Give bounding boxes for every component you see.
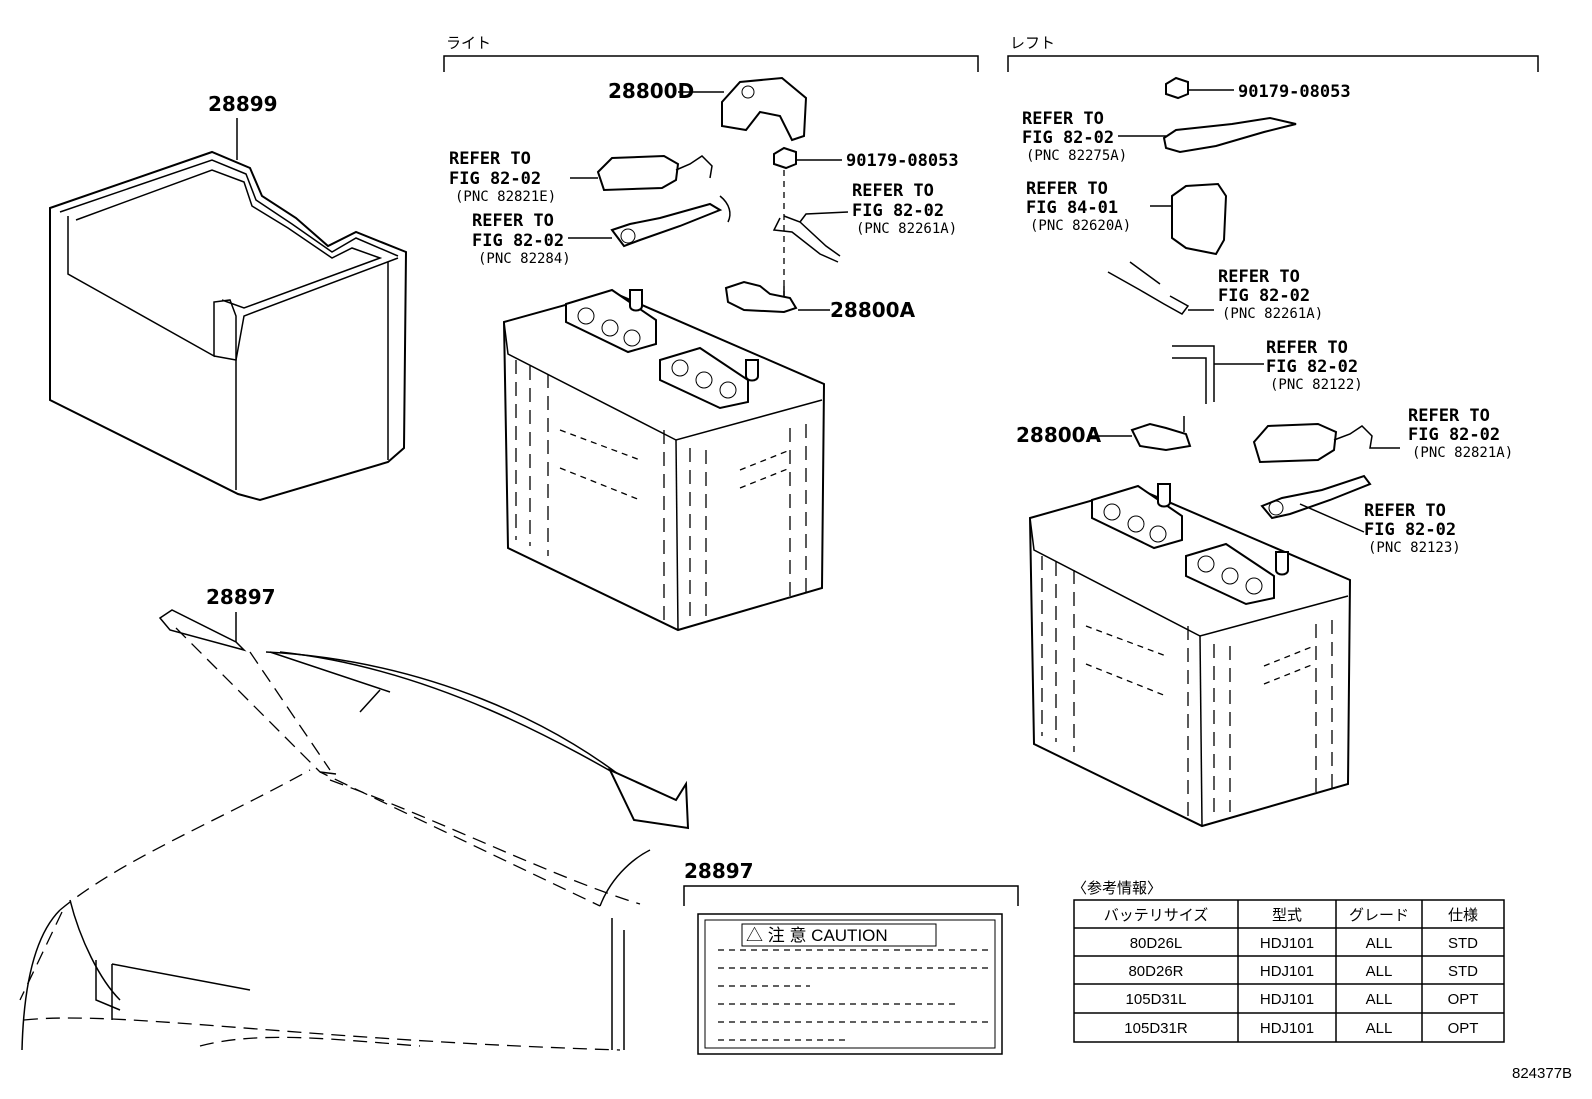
table-row: 105D31L HDJ101 ALL OPT <box>1126 991 1479 1008</box>
svg-text:OPT: OPT <box>1448 1020 1479 1037</box>
nut-right <box>773 146 797 170</box>
svg-text:REFER TO: REFER TO <box>1026 179 1108 199</box>
svg-text:HDJ101: HDJ101 <box>1260 1020 1314 1037</box>
svg-text:(PNC 82821E): (PNC 82821E) <box>455 189 556 205</box>
svg-text:FIG 82-02: FIG 82-02 <box>852 201 944 221</box>
section-bracket-left: レフト <box>1007 34 1539 72</box>
table-row: 105D31R HDJ101 ALL OPT <box>1124 1020 1478 1037</box>
caution-label-title: △ 注 意 CAUTION <box>746 926 888 945</box>
nut-left <box>1165 76 1189 100</box>
table-caption: 〈参考情報〉 <box>1072 880 1162 897</box>
terminal-clamp-82284 <box>610 202 723 248</box>
part-number-terminal-cover: 28800D <box>608 79 694 103</box>
svg-text:105D31L: 105D31L <box>1126 991 1187 1008</box>
svg-text:(PNC 82261A): (PNC 82261A) <box>1222 306 1323 322</box>
svg-text:(PNC 82275A): (PNC 82275A) <box>1026 148 1127 164</box>
svg-text:(PNC 82122): (PNC 82122) <box>1270 377 1363 393</box>
section-label-left: レフト <box>1010 34 1055 52</box>
terminal-right <box>724 280 798 314</box>
section-label-right: ライト <box>446 34 491 52</box>
figure-code: 824377B <box>1512 1065 1572 1082</box>
svg-text:(PNC 82620A): (PNC 82620A) <box>1030 218 1131 234</box>
svg-text:REFER TO: REFER TO <box>1408 406 1490 426</box>
svg-text:FIG 84-01: FIG 84-01 <box>1026 198 1118 218</box>
refer-callout-82261A-right: REFER TO FIG 82-02 (PNC 82261A) <box>852 181 957 237</box>
svg-text:(PNC 82123): (PNC 82123) <box>1368 540 1461 556</box>
svg-text:REFER TO: REFER TO <box>472 211 554 231</box>
svg-text:ALL: ALL <box>1366 963 1393 980</box>
svg-text:FIG 82-02: FIG 82-02 <box>1022 128 1114 148</box>
table-row: 80D26R HDJ101 ALL STD <box>1128 963 1478 980</box>
part-number-tray: 28899 <box>208 92 278 116</box>
table-row: 80D26L HDJ101 ALL STD <box>1130 935 1478 952</box>
refer-callout-82122: REFER TO FIG 82-02 (PNC 82122) <box>1266 338 1363 393</box>
svg-text:FIG 82-02: FIG 82-02 <box>1408 425 1500 445</box>
svg-text:OPT: OPT <box>1448 991 1479 1008</box>
refer-callout-82821E: REFER TO FIG 82-02 (PNC 82821E) <box>449 149 556 205</box>
svg-text:HDJ101: HDJ101 <box>1260 991 1314 1008</box>
caution-label-plate <box>697 913 1003 1055</box>
svg-text:REFER TO: REFER TO <box>852 181 934 201</box>
refer-callout-82821A: REFER TO FIG 82-02 (PNC 82821A) <box>1408 406 1513 461</box>
part-number-terminal-right: 28800A <box>830 298 916 322</box>
refer-callout-82620A: REFER TO FIG 84-01 (PNC 82620A) <box>1026 179 1131 234</box>
svg-text:ALL: ALL <box>1366 1020 1393 1037</box>
svg-text:REFER TO: REFER TO <box>1266 338 1348 358</box>
reference-info-table: 〈参考情報〉 バッテリサイズ 型式 グレード 仕様 80D26L HDJ101 … <box>1072 880 1505 1043</box>
battery-right: 28800D 90179-08053 28800A <box>502 76 959 632</box>
svg-text:ALL: ALL <box>1366 935 1393 952</box>
section-bracket-right: ライト <box>443 34 979 72</box>
svg-text:FIG 82-02: FIG 82-02 <box>472 231 564 251</box>
svg-text:仕様: 仕様 <box>1448 907 1478 924</box>
caution-label-group: 28897 △ 注 意 CAUTION <box>683 859 1019 1055</box>
part-number-nut-left: 90179-08053 <box>1238 82 1351 102</box>
refer-callout-82123: REFER TO FIG 82-02 (PNC 82123) <box>1364 501 1461 556</box>
svg-text:REFER TO: REFER TO <box>1022 109 1104 129</box>
svg-text:(PNC 82261A): (PNC 82261A) <box>856 221 957 237</box>
svg-text:105D31R: 105D31R <box>1124 1020 1188 1037</box>
svg-text:80D26L: 80D26L <box>1130 935 1183 952</box>
relay-left <box>1171 182 1228 256</box>
svg-text:FIG 82-02: FIG 82-02 <box>1364 520 1456 540</box>
part-number-label-box: 28897 <box>684 859 754 883</box>
table-header-row: バッテリサイズ 型式 グレード 仕様 <box>1104 907 1478 924</box>
terminal-cover-part <box>721 76 808 142</box>
refer-callout-82275A: REFER TO FIG 82-02 (PNC 82275A) <box>1022 109 1127 164</box>
svg-text:グレード: グレード <box>1349 907 1409 924</box>
part-number-terminal-left: 28800A <box>1016 423 1102 447</box>
svg-text:HDJ101: HDJ101 <box>1260 963 1314 980</box>
terminal-left <box>1130 422 1192 452</box>
svg-text:REFER TO: REFER TO <box>1218 267 1300 287</box>
svg-text:STD: STD <box>1448 963 1478 980</box>
refer-callout-82261A-left: REFER TO FIG 82-02 (PNC 82261A) <box>1218 267 1323 322</box>
svg-text:REFER TO: REFER TO <box>449 149 531 169</box>
svg-text:(PNC 82821A): (PNC 82821A) <box>1412 445 1513 461</box>
svg-text:バッテリサイズ: バッテリサイズ <box>1104 907 1209 924</box>
part-number-nut-right: 90179-08053 <box>846 151 959 171</box>
svg-text:FIG 82-02: FIG 82-02 <box>1266 357 1358 377</box>
svg-text:型式: 型式 <box>1272 907 1302 924</box>
sensor-left <box>1252 422 1338 464</box>
vehicle-hood-illustration: 28897 <box>19 585 690 1051</box>
part-number-label-top: 28897 <box>206 585 276 609</box>
svg-text:HDJ101: HDJ101 <box>1260 935 1314 952</box>
sensor-right <box>596 154 680 192</box>
svg-text:FIG 82-02: FIG 82-02 <box>449 169 541 189</box>
battery-left: 90179-08053 28800A <box>1016 76 1400 828</box>
battery-tray: 28899 <box>49 92 408 502</box>
svg-text:ALL: ALL <box>1366 991 1393 1008</box>
svg-text:80D26R: 80D26R <box>1128 963 1183 980</box>
svg-text:FIG 82-02: FIG 82-02 <box>1218 286 1310 306</box>
svg-text:STD: STD <box>1448 935 1478 952</box>
svg-text:REFER TO: REFER TO <box>1364 501 1446 521</box>
refer-callout-82284: REFER TO FIG 82-02 (PNC 82284) <box>472 211 571 267</box>
svg-text:(PNC 82284): (PNC 82284) <box>478 251 571 267</box>
